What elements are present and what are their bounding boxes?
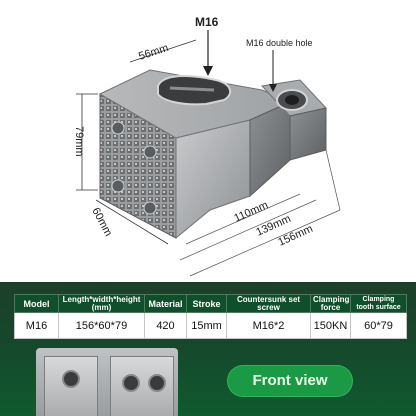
spec-cell: 60*79 — [350, 312, 407, 339]
thumb-hole-icon — [62, 370, 80, 388]
spec-header-row: Model Length*width*height (mm) Material … — [14, 294, 407, 313]
spec-header: Clamping force — [310, 294, 351, 313]
block-front-face — [175, 119, 251, 240]
thumb-hole-icon — [122, 374, 140, 392]
len1-dim-label: 110mm — [232, 199, 270, 225]
adjustment-slot — [157, 75, 232, 106]
spec-cell: 150KN — [310, 312, 351, 339]
len2-dim-line — [179, 199, 317, 261]
spec-cell: M16 — [14, 312, 59, 339]
spec-cell: 156*60*79 — [58, 312, 145, 339]
spec-value-row: M16 156*60*79 420 15mm M16*2 150KN 60*79 — [14, 312, 407, 339]
spec-table: Model Length*width*height (mm) Material … — [14, 294, 407, 339]
slot-dim-label: 56mm — [137, 42, 170, 63]
spec-header: Length*width*height (mm) — [58, 294, 145, 313]
len3-dim-line — [189, 209, 341, 277]
threaded-rear-block — [260, 79, 327, 161]
spec-header: Clamping tooth surface — [350, 294, 407, 313]
thread-label: M16 — [195, 15, 219, 29]
spec-cell: 420 — [144, 312, 187, 339]
m16-arrow-icon — [203, 66, 213, 76]
spec-cell: 15mm — [186, 312, 227, 339]
front-view-thumbnail — [36, 348, 178, 416]
spec-cell: M16*2 — [226, 312, 311, 339]
spec-header: Stroke — [186, 294, 227, 313]
width-dim-line — [95, 199, 169, 245]
front-view-button[interactable]: Front view — [228, 366, 352, 396]
product-drawing: M16 M16 double hole 56mm 79mm 60mm 110mm… — [73, 15, 341, 277]
spec-header: Countersunk set screw — [226, 294, 311, 313]
slot-dim-line — [129, 39, 197, 63]
hole-arrow-icon — [269, 84, 277, 92]
hole-note-label: M16 double hole — [246, 38, 313, 48]
thumb-hole-icon — [148, 374, 166, 392]
spec-header: Model — [14, 294, 59, 313]
width-dim-label: 60mm — [89, 206, 114, 239]
height-dim-label: 79mm — [73, 126, 85, 157]
spec-header: Material — [144, 294, 187, 313]
len1-dim-line — [185, 193, 301, 245]
